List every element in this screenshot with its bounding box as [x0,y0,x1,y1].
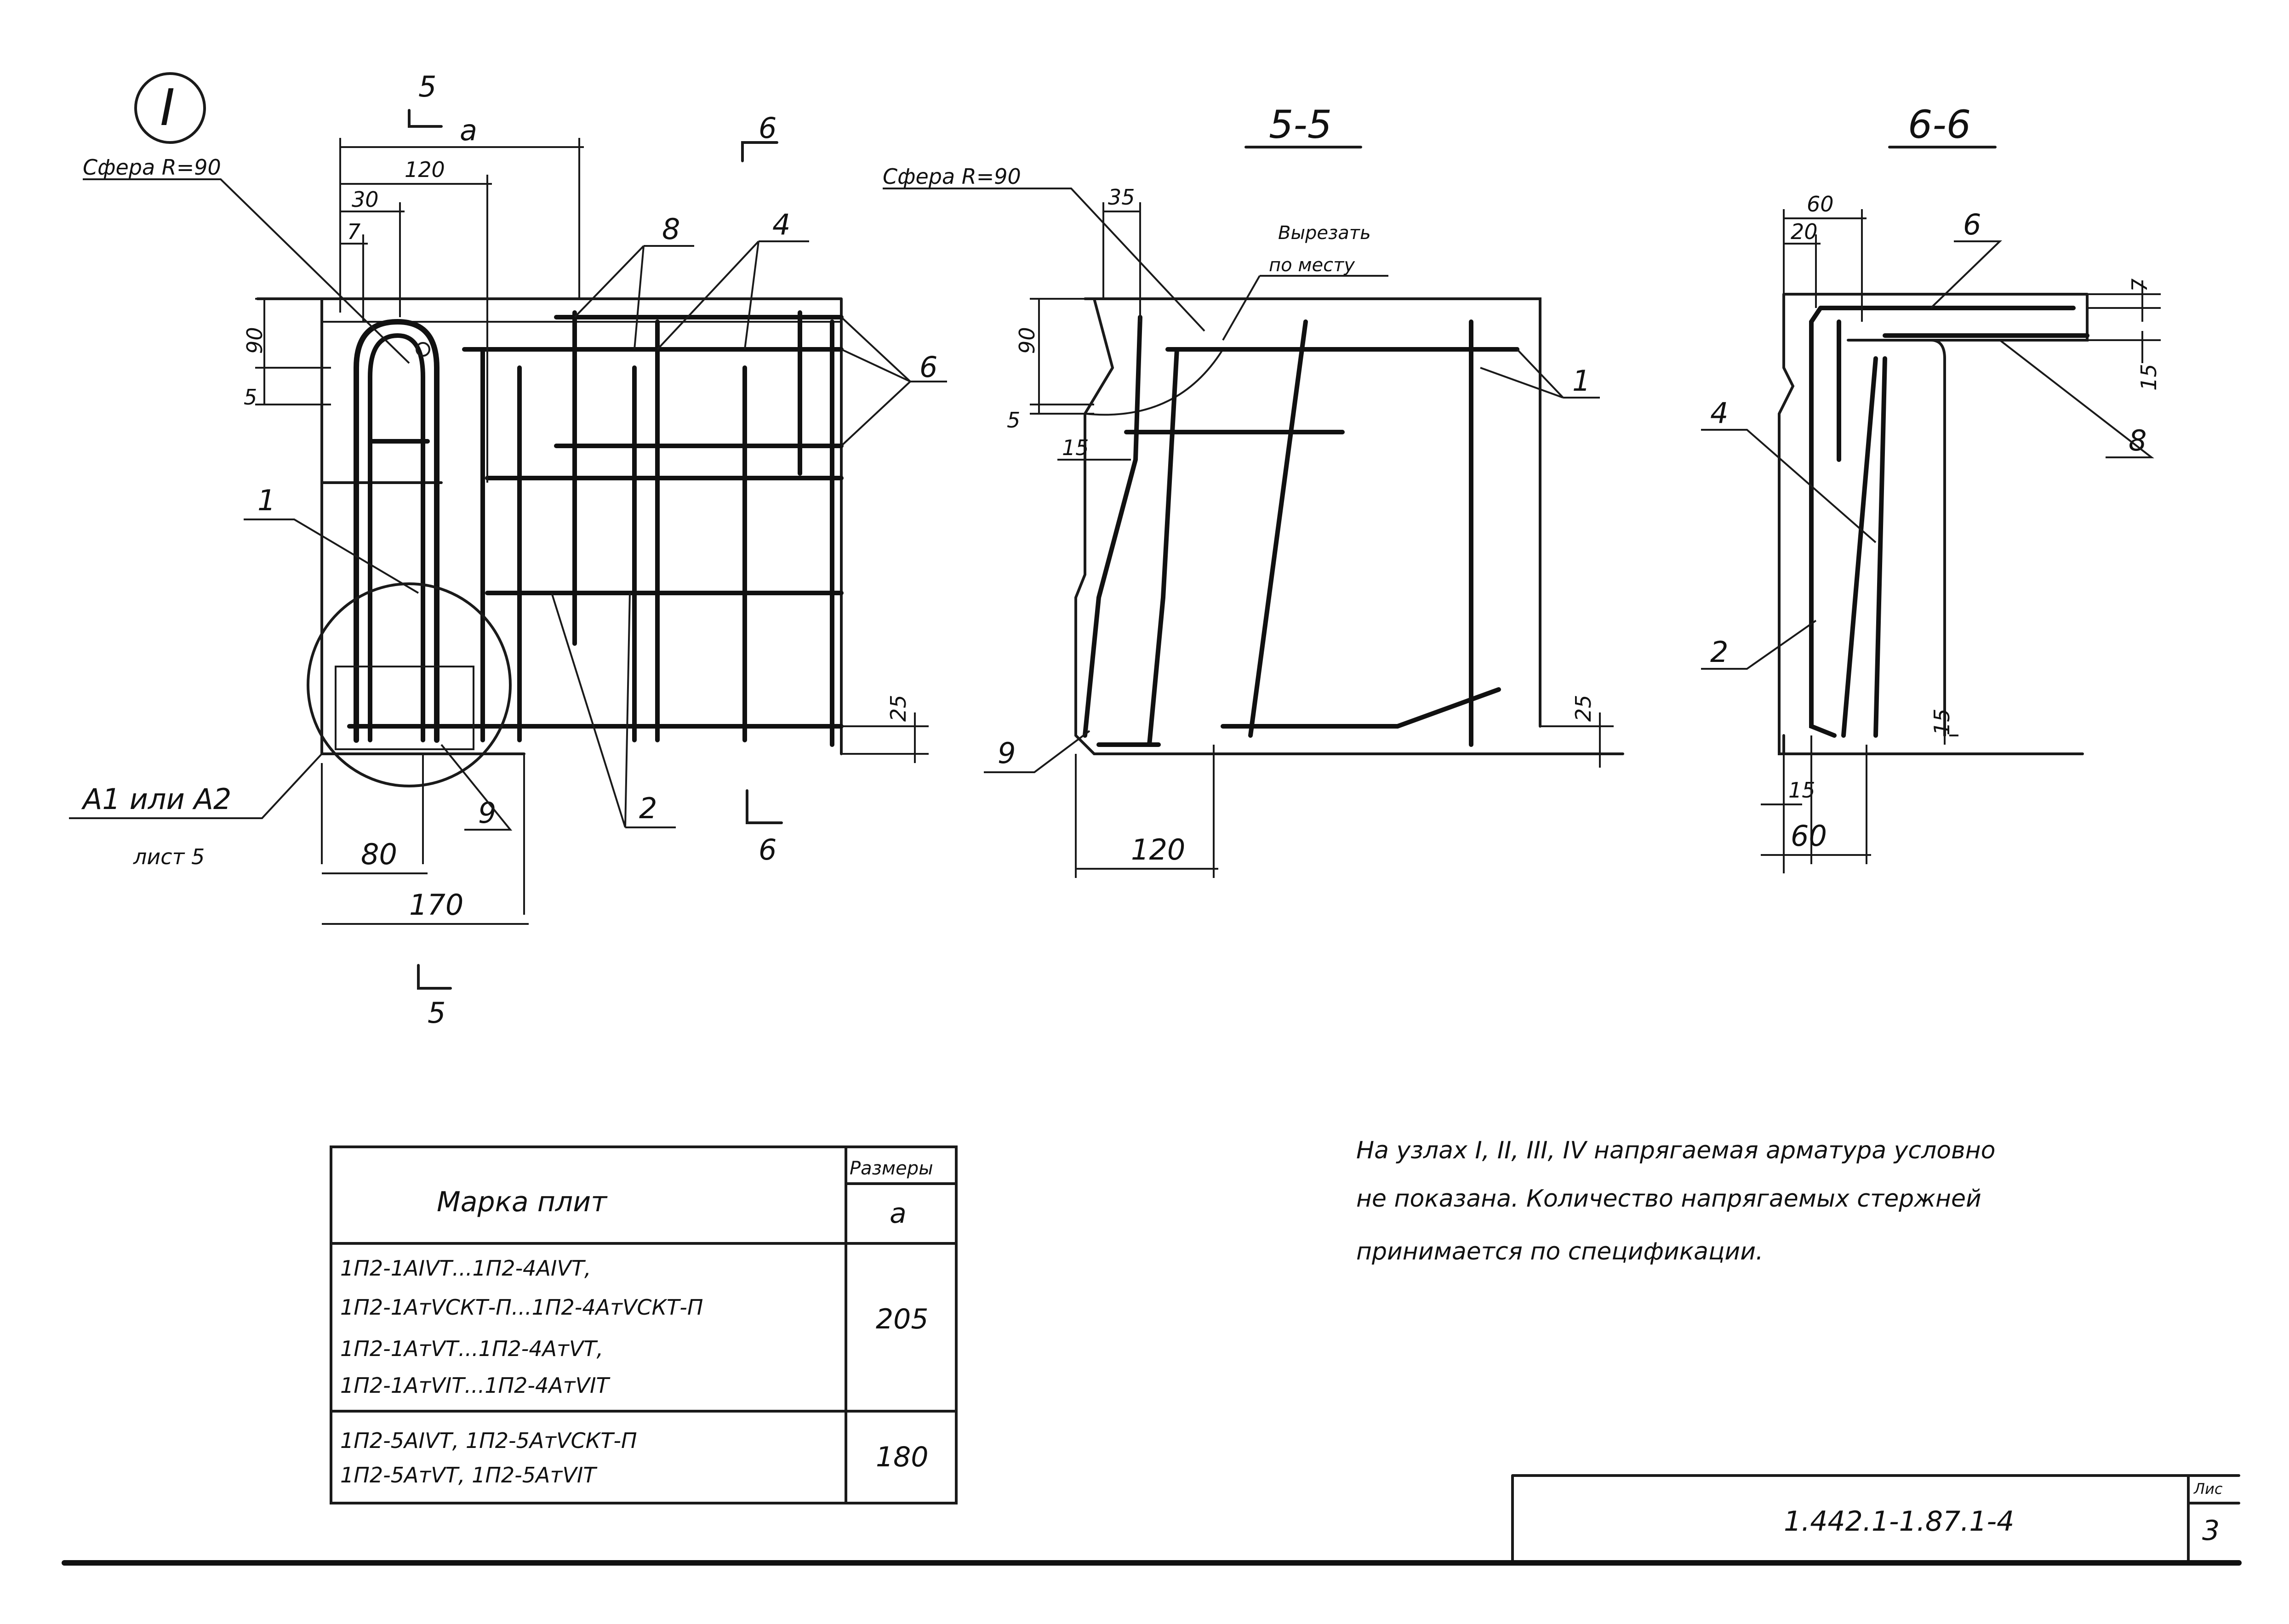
node-marker-label: I [160,78,175,137]
table-row1-line3: 1П2-1АтVТ...1П2-4АтVТ, [340,1336,603,1361]
note-line1: На узлах I, II, III, IV напрягаемая арма… [1356,1137,1996,1164]
node-marker-circle [134,72,206,144]
dim-90-5-5: 90 [1015,327,1039,354]
dim-5-5-5: 5 [1007,408,1020,433]
section-mark-5-top: 5 [418,70,436,103]
dim-7: 7 [347,219,360,244]
detail-ref-line2: лист 5 [133,844,205,869]
pos-2-left: 2 [639,792,657,825]
section-6-6: 6-6 60 20 7 15 15 15 60 6 8 4 [1701,102,2161,873]
section-mark-5-bottom: 5 [428,996,445,1030]
sheet-label: Лис [2193,1480,2223,1498]
left-dimensions: a 120 30 7 90 5 25 80 170 [242,114,929,925]
section-5-5-outline [1074,297,1624,755]
dim-90: 90 [242,327,267,354]
dim-a: a [460,114,477,147]
dim-15-5-5: 15 [1062,435,1089,460]
cut-note-line2: по месту [1269,255,1355,276]
dim-120-5-5: 120 [1131,833,1185,866]
pos-6-6-6: 6 [1963,208,1981,241]
section-mark-6-bottom: 6 [759,833,776,866]
table-row1-line4: 1П2-1АтVIТ...1П2-4АтVIТ [340,1373,611,1398]
dim-80: 80 [361,838,397,871]
dim-60-bottom: 60 [1791,819,1827,853]
dim-7-6-6: 7 [2127,279,2152,292]
vertical-bars [480,310,834,747]
dim-15-6-6-bottom: 15 [1929,708,1954,735]
table-row2-value: 180 [876,1441,929,1473]
section-6-6-title: 6-6 [1908,102,1971,147]
dim-20: 20 [1791,219,1818,244]
table-row1-line2: 1П2-1АтVСКТ-П...1П2-4АтVСКТ-П [340,1295,703,1320]
table-header-col2-top: Размеры [850,1158,933,1179]
dim-170: 170 [409,888,463,922]
dim-120: 120 [405,157,445,182]
section-5-5-bars [1083,315,1519,747]
pos-2-6-6: 2 [1710,635,1728,669]
table-row2-line1: 1П2-5АIVТ, 1П2-5АтVСКТ-П [340,1428,637,1453]
table-header-col1: Марка плит [437,1186,608,1218]
pos-6-left: 6 [919,350,937,384]
dim-30: 30 [352,187,379,212]
dim-25: 25 [886,695,911,722]
dim-5: 5 [244,385,257,410]
note-line2: не показана. Количество напрягаемых стер… [1356,1185,1981,1213]
loop-bar [354,319,440,743]
general-note: На узлах I, II, III, IV напрягаемая арма… [1356,1137,1996,1265]
left-view: I [69,70,947,1030]
section-5-5: 5-5 Сфера R=90 Вырезать по месту 1 9 3 [883,102,1624,878]
pos-9-5-5: 9 [998,736,1016,770]
table-row1-value: 205 [876,1303,929,1335]
pos-4-left: 4 [772,208,790,241]
pos-1-5-5: 1 [1572,364,1590,398]
pos-1-left: 1 [257,484,275,517]
title-block: 1.442.1-1.87.1-4 Лис 3 [62,1474,2242,1566]
table-row1-line1: 1П2-1АIVТ...1П2-4АIVТ, [340,1256,591,1281]
dim-25-5-5: 25 [1571,695,1596,722]
sphere-label-5-5: Сфера R=90 [883,164,1021,189]
slab-outline [256,297,843,755]
section-5-5-title: 5-5 [1269,102,1332,147]
dim-35: 35 [1108,185,1135,210]
detail-circle-A1 [307,582,512,787]
pos-8-left: 8 [662,212,680,246]
section-mark-6-top: 6 [759,111,776,145]
dim-15-6-6-right: 15 [2136,364,2161,391]
section-6-6-bars [1809,306,2089,738]
cut-note-line1: Вырезать [1278,222,1371,244]
pos-4-6-6: 4 [1710,396,1728,430]
sheet-number: 3 [2202,1515,2220,1547]
table-header-col2-bottom: a [890,1197,907,1230]
detail-ref-line1: А1 или А2 [81,782,231,816]
section-6-6-outline [1778,293,2089,755]
horizontal-bars [347,315,844,729]
table-row2-line2: 1П2-5АтVТ, 1П2-5АтVIТ [340,1463,598,1487]
note-line3: принимается по спецификации. [1356,1238,1764,1265]
sphere-label-left: Сфера R=90 [83,155,221,180]
drawing-code: 1.442.1-1.87.1-4 [1784,1505,2014,1538]
dim-60-top: 60 [1807,192,1834,217]
marks-table: Марка плит Размеры a 1П2-1АIVТ...1П2-4АI… [330,1145,958,1504]
